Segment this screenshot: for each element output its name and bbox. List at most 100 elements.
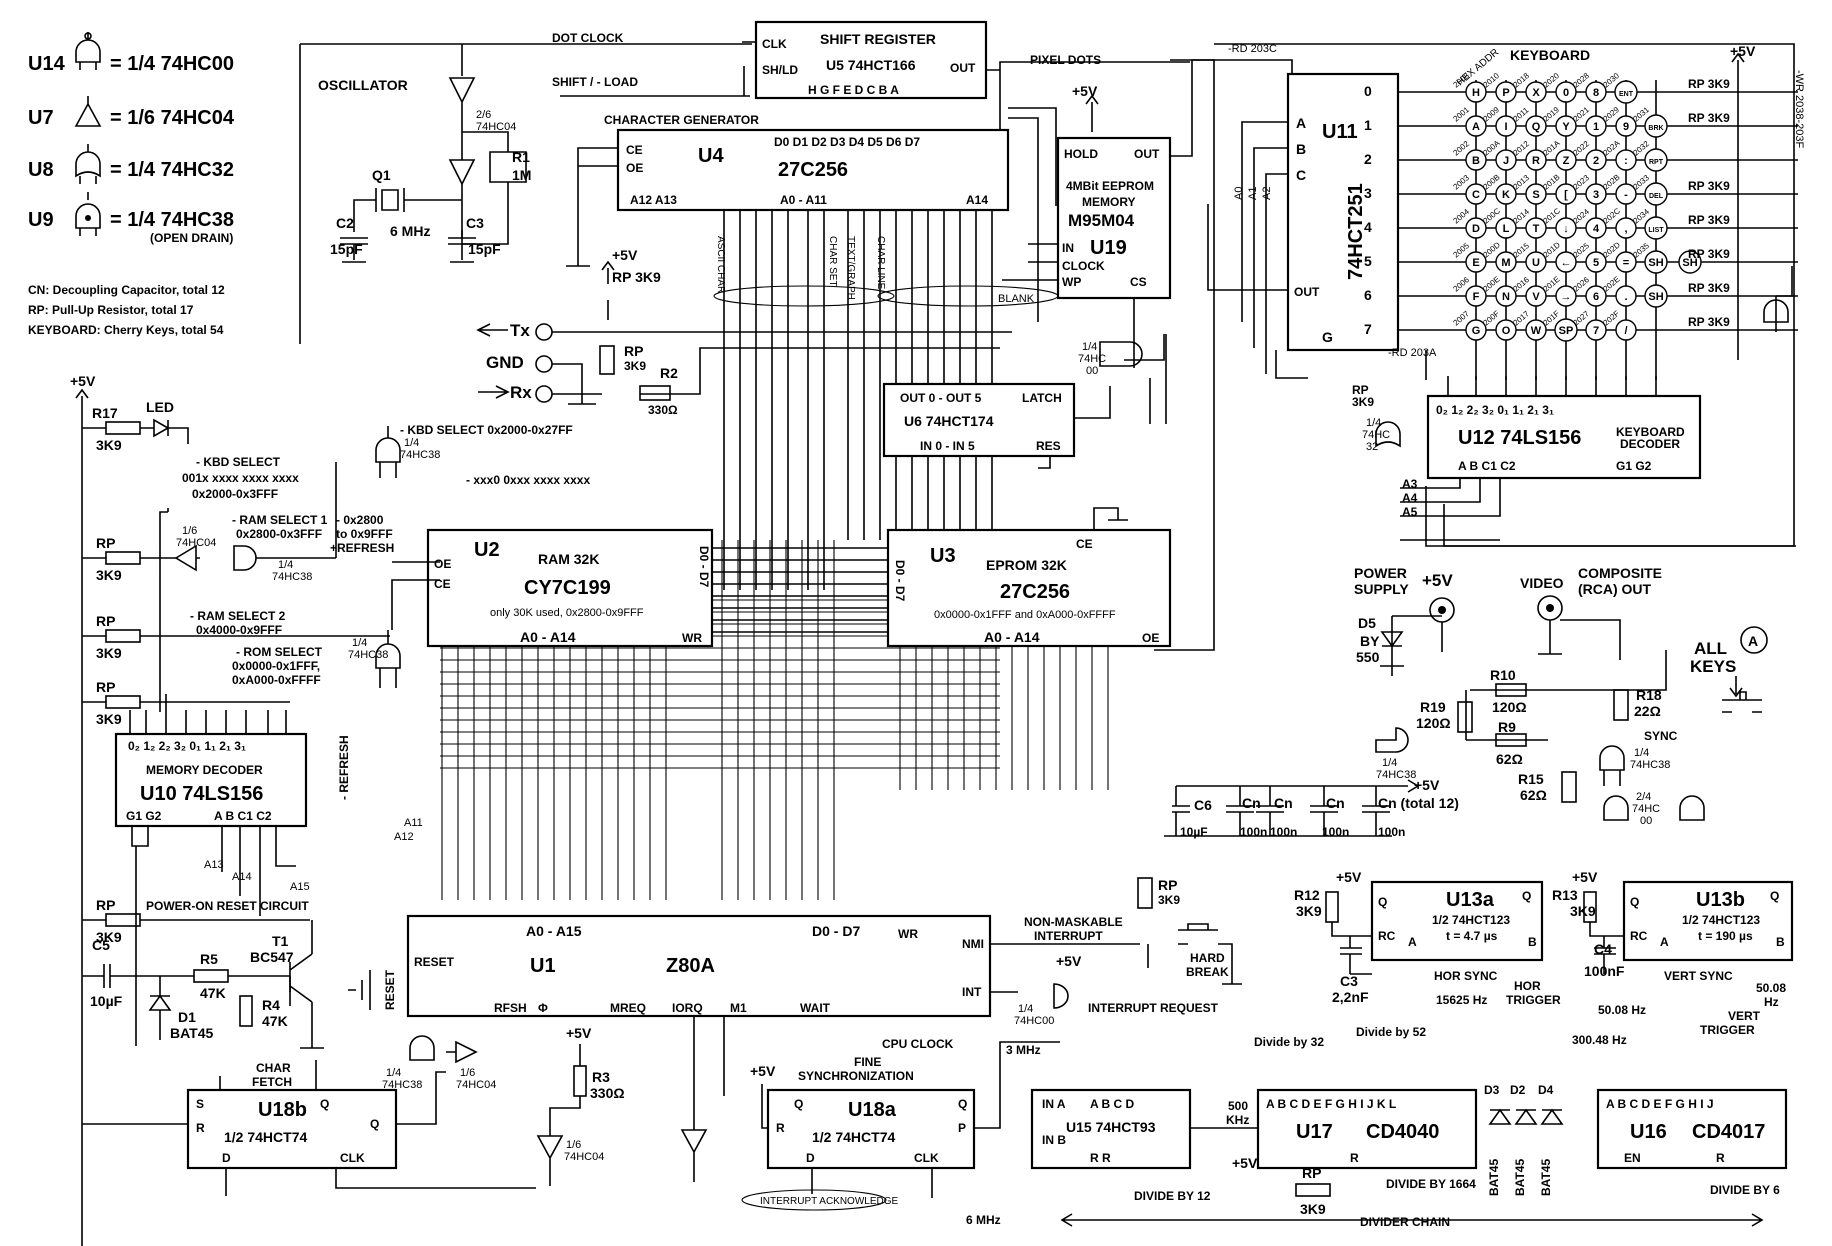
u17-name: U17 <box>1296 1121 1333 1143</box>
key-5-0[interactable] <box>1465 251 1487 273</box>
key-6-1[interactable] <box>1495 285 1517 307</box>
reset-button-icon[interactable] <box>348 970 371 1010</box>
c6-label: C6 <box>1194 797 1212 813</box>
d3-bat: BAT45 <box>1487 1159 1501 1196</box>
nand-part: 74HC38 <box>272 571 312 583</box>
key-3-1[interactable] <box>1495 183 1517 205</box>
key-3-6[interactable] <box>1644 182 1668 206</box>
key-2-6[interactable] <box>1644 148 1668 172</box>
u19-part: M95M04 <box>1068 211 1135 230</box>
key-4-6[interactable] <box>1644 216 1668 240</box>
key-0-1[interactable] <box>1495 81 1517 103</box>
cn3-value: 100n <box>1322 825 1349 839</box>
r19-value: 120Ω <box>1416 715 1451 731</box>
hard-break-button-icon[interactable] <box>1178 923 1242 985</box>
key-5-5[interactable] <box>1615 251 1637 273</box>
rx-terminal-icon[interactable] <box>535 385 553 403</box>
key-2-2[interactable] <box>1525 149 1547 171</box>
r13-value: 3K9 <box>1570 903 1596 919</box>
key-4-5[interactable] <box>1615 217 1637 239</box>
r3-label: R3 <box>592 1069 610 1085</box>
key-3-2[interactable] <box>1525 183 1547 205</box>
key-1-0[interactable] <box>1465 115 1487 137</box>
key-7-2[interactable] <box>1525 319 1547 341</box>
key-5-4[interactable] <box>1585 251 1607 273</box>
key-6-4[interactable] <box>1585 285 1607 307</box>
u12-or-part2: 32 <box>1366 441 1378 453</box>
key-0-0[interactable] <box>1465 81 1487 103</box>
key-4-2[interactable] <box>1525 217 1547 239</box>
key-4-1[interactable] <box>1495 217 1517 239</box>
key-4-4[interactable] <box>1585 217 1607 239</box>
key-2-1[interactable] <box>1495 149 1517 171</box>
key-0-2[interactable] <box>1525 81 1547 103</box>
key-label: E <box>1472 257 1479 269</box>
key-7-4[interactable] <box>1585 319 1607 341</box>
key-7-0[interactable] <box>1465 319 1487 341</box>
c2-label: C2 <box>336 215 354 231</box>
key-5-7[interactable] <box>1678 250 1702 274</box>
u1-m1: M1 <box>730 1001 747 1015</box>
key-1-4[interactable] <box>1585 115 1607 137</box>
int-gate-part: 74HC00 <box>1014 1015 1054 1027</box>
key-7-1[interactable] <box>1495 319 1517 341</box>
chip-u18b: CHAR FETCH U18b 1/2 74HCT74 S R Q Q D CL… <box>82 1035 536 1196</box>
key-3-5[interactable] <box>1615 183 1637 205</box>
key-label: SH <box>1648 291 1663 303</box>
u15-inb: IN B <box>1042 1133 1066 1147</box>
key-6-2[interactable] <box>1525 285 1547 307</box>
chip-u19: +5V HOLD OUT 4MBit EEPROM MEMORY M95M04 … <box>1002 59 1293 368</box>
rp-c-label: RP <box>96 679 115 695</box>
divider-chain-label: DIVIDER CHAIN <box>1360 1215 1450 1229</box>
kbd-gate-label: 1/4 <box>404 437 419 449</box>
u11-pin4: 4 <box>1364 219 1372 235</box>
key-5-3[interactable] <box>1555 251 1577 273</box>
key-1-6[interactable] <box>1644 114 1668 138</box>
osc-gate-label: 2/6 <box>476 109 491 121</box>
key-0-3[interactable] <box>1555 81 1577 103</box>
key-1-2[interactable] <box>1525 115 1547 137</box>
key-2-3[interactable] <box>1555 149 1577 171</box>
key-1-1[interactable] <box>1495 115 1517 137</box>
key-5-6[interactable] <box>1644 250 1668 274</box>
key-label: 4 <box>1593 223 1600 235</box>
key-2-5[interactable] <box>1615 149 1637 171</box>
key-label: V <box>1532 291 1540 303</box>
key-2-4[interactable] <box>1585 149 1607 171</box>
key-4-3[interactable] <box>1555 217 1577 239</box>
u18b-clk: CLK <box>340 1151 365 1165</box>
key-1-5[interactable] <box>1615 115 1637 137</box>
gnd-terminal-icon[interactable] <box>535 355 553 373</box>
key-label: 3 <box>1593 189 1599 201</box>
cn2-value: 100n <box>1270 825 1297 839</box>
nmi-label2: INTERRUPT <box>1034 929 1103 943</box>
key-4-0[interactable] <box>1465 217 1487 239</box>
ram-select2-label: - RAM SELECT 2 <box>190 609 286 623</box>
key-5-1[interactable] <box>1495 251 1517 273</box>
routing: 1/4 74HC 00 <box>1008 43 1796 651</box>
key-1-3[interactable] <box>1555 115 1577 137</box>
key-0-5[interactable] <box>1614 80 1638 104</box>
key-2-0[interactable] <box>1465 149 1487 171</box>
u16-note: DIVIDE BY 6 <box>1710 1183 1780 1197</box>
key-7-5[interactable] <box>1615 319 1637 341</box>
chip-u13b: Q RC A B Q U13b 1/2 74HCT123 t = 190 µs … <box>1552 869 1794 1037</box>
key-6-5[interactable] <box>1615 285 1637 307</box>
u13a-a: A <box>1408 935 1417 949</box>
u12-or-part: 74HC <box>1362 429 1390 441</box>
u13b-b: B <box>1776 935 1785 949</box>
u13a-q: Q <box>1378 895 1387 909</box>
key-6-3[interactable] <box>1555 285 1577 307</box>
key-0-4[interactable] <box>1585 81 1607 103</box>
tx-terminal-icon[interactable] <box>535 323 553 341</box>
key-3-0[interactable] <box>1465 183 1487 205</box>
key-3-3[interactable] <box>1555 183 1577 205</box>
key-5-2[interactable] <box>1525 251 1547 273</box>
key-6-6[interactable] <box>1644 284 1668 308</box>
kbd-select2-range: 0x2000-0x3FFF <box>192 487 278 501</box>
key-7-3[interactable] <box>1554 318 1578 342</box>
key-6-0[interactable] <box>1465 285 1487 307</box>
key-3-4[interactable] <box>1585 183 1607 205</box>
key-label: 7 <box>1593 325 1599 337</box>
u18b-r: R <box>196 1121 205 1135</box>
